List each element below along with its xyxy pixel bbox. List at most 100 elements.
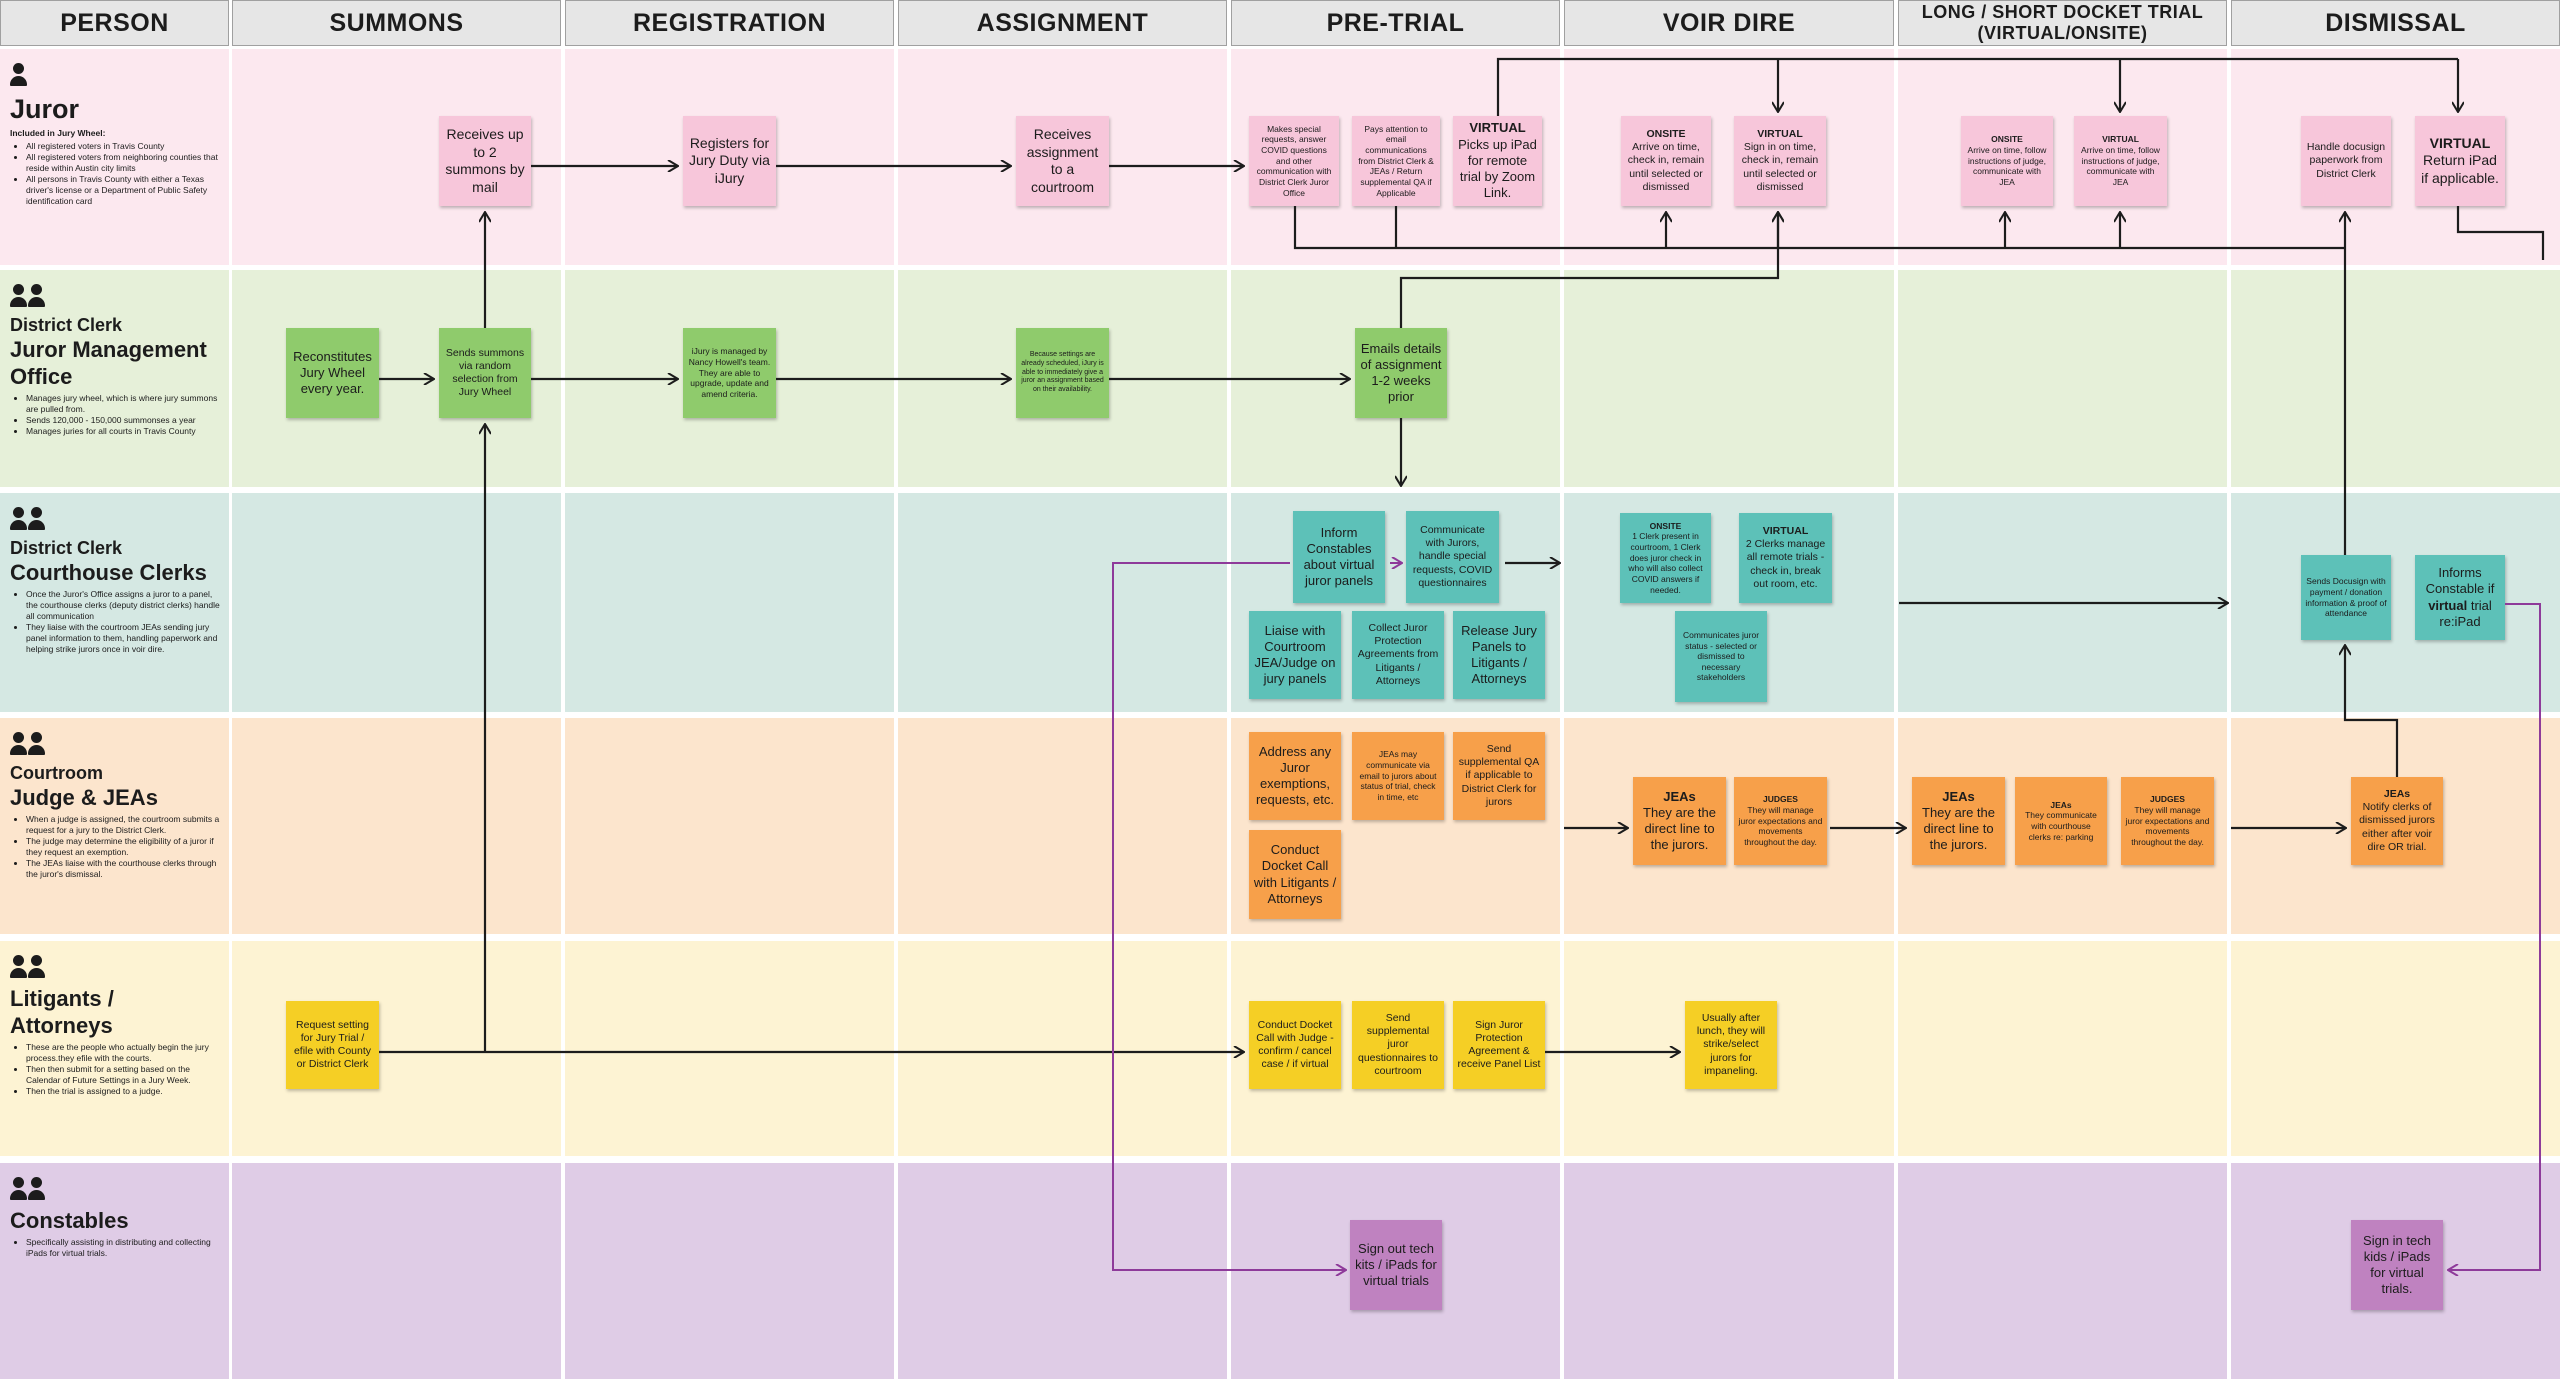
note-text: They will manage juror expectations and … xyxy=(1738,805,1823,847)
lane-cell xyxy=(1564,718,1894,934)
note-tag: JEAs xyxy=(1663,788,1696,804)
note-text: Send supplemental juror questionnaires t… xyxy=(1358,1012,1438,1077)
sticky-note[interactable]: Communicate with Jurors, handle special … xyxy=(1406,511,1499,603)
note-tag: VIRTUAL xyxy=(2429,134,2491,151)
sticky-note[interactable]: Conduct Docket Call with Judge - confirm… xyxy=(1249,1001,1341,1089)
sticky-note[interactable]: Reconstitutes Jury Wheel every year. xyxy=(286,328,379,418)
sticky-note[interactable]: Liaise with Courtroom JEA/Judge on jury … xyxy=(1249,611,1341,699)
note-tag: VIRTUAL xyxy=(2102,134,2139,145)
lane-title: Juror Management Office xyxy=(10,337,207,389)
note-emphasis: virtual xyxy=(2428,597,2468,613)
sticky-note[interactable]: Pays attention to email communications f… xyxy=(1352,116,1440,206)
note-text: Conduct Docket Call with Judge - confirm… xyxy=(1256,1018,1334,1071)
sticky-note[interactable]: Sign Juror Protection Agreement & receiv… xyxy=(1453,1001,1545,1089)
sticky-note[interactable]: Communicates juror status - selected or … xyxy=(1675,611,1767,702)
sticky-note[interactable]: Inform Constables about virtual juror pa… xyxy=(1293,511,1385,603)
sticky-note[interactable]: Request setting for Jury Trial / efile w… xyxy=(286,1001,379,1089)
note-text: Communicate with Jurors, handle special … xyxy=(1412,524,1493,589)
sticky-note[interactable]: Usually after lunch, they will strike/se… xyxy=(1685,1001,1777,1089)
column-header-registration: REGISTRATION xyxy=(565,0,894,46)
note-text: 1 Clerk present in courtroom, 1 Clerk do… xyxy=(1628,531,1703,595)
sticky-note[interactable]: Receives up to 2 summons by mail xyxy=(439,116,531,206)
sticky-note[interactable]: Sign in tech kids / iPads for virtual tr… xyxy=(2351,1220,2443,1310)
sticky-note[interactable]: iJury is managed by Nancy Howell's team.… xyxy=(683,328,776,418)
note-text: iJury is managed by Nancy Howell's team.… xyxy=(688,346,771,399)
lane-subtitle: District Clerk xyxy=(10,538,123,558)
sticky-note[interactable]: Collect Juror Protection Agreements from… xyxy=(1352,611,1444,699)
lane-title: Constables xyxy=(10,1208,129,1233)
note-text: Notify clerks of dismissed jurors either… xyxy=(2359,801,2435,853)
lane-cell xyxy=(1898,493,2227,712)
note-tag: JUDGES xyxy=(1763,794,1798,805)
note-text: Receives up to 2 summons by mail xyxy=(445,126,525,195)
sticky-note[interactable]: Address any Juror exemptions, requests, … xyxy=(1249,732,1341,820)
sticky-note[interactable]: Receives assignment to a courtroom xyxy=(1016,116,1109,206)
lane-bullet: All registered voters from neighboring c… xyxy=(26,152,221,174)
lane-cell xyxy=(1898,270,2227,487)
lane-cell xyxy=(898,941,1227,1156)
note-tag: JUDGES xyxy=(2150,794,2185,805)
note-text: Sign out tech kits / iPads for virtual t… xyxy=(1355,1240,1437,1289)
lane-cell xyxy=(565,493,894,712)
lane-intro: Included in Jury Wheel: xyxy=(10,128,106,138)
column-header-pre-trial: PRE-TRIAL xyxy=(1231,0,1560,46)
people-icon xyxy=(10,1177,221,1205)
people-icon xyxy=(10,732,221,760)
lane-description: Specifically assisting in distributing a… xyxy=(26,1237,221,1259)
lane-cell xyxy=(1564,1163,1894,1379)
column-header-summons: SUMMONS xyxy=(232,0,561,46)
lane-title: Courthouse Clerks xyxy=(10,560,207,585)
sticky-note[interactable]: Send supplemental juror questionnaires t… xyxy=(1352,1001,1444,1089)
sticky-note[interactable]: Sends summons via random selection from … xyxy=(439,328,531,418)
note-text: They communicate with courthouse clerks … xyxy=(2025,810,2097,842)
sticky-note[interactable]: Sends Docusign with payment / donation i… xyxy=(2301,555,2391,640)
person-icon xyxy=(10,63,221,91)
note-tag: VIRTUAL xyxy=(1757,128,1803,141)
lane-cell xyxy=(898,493,1227,712)
sticky-note[interactable]: Because settings are already scheduled, … xyxy=(1016,328,1109,418)
note-tag: JEAs xyxy=(2383,788,2411,801)
lane-cell xyxy=(898,718,1227,934)
sticky-note[interactable]: Registers for Jury Duty via iJury xyxy=(683,116,776,206)
lane-cell xyxy=(565,941,894,1156)
sticky-note[interactable]: Emails details of assignment 1-2 weeks p… xyxy=(1355,328,1447,418)
sticky-note[interactable]: Conduct Docket Call with Litigants / Att… xyxy=(1249,830,1341,919)
lane-cell xyxy=(2231,49,2560,265)
lane-bullet: Manages jury wheel, which is where jury … xyxy=(26,393,221,415)
sticky-note[interactable]: Release Jury Panels to Litigants / Attor… xyxy=(1453,611,1545,699)
note-text: Registers for Jury Duty via iJury xyxy=(689,134,770,186)
note-tag: VIRTUAL xyxy=(1469,120,1526,136)
column-header-person: PERSON xyxy=(0,0,229,46)
note-text: Usually after lunch, they will strike/se… xyxy=(1696,1012,1766,1077)
sticky-note[interactable]: JEAs may communicate via email to jurors… xyxy=(1352,732,1444,820)
sticky-note[interactable]: Makes special requests, answer COVID que… xyxy=(1249,116,1339,206)
lane-description: All registered voters in Travis CountyAl… xyxy=(26,141,221,207)
note-text: Return iPad if applicable. xyxy=(2421,152,2499,186)
lane-bullet: Then the trial is assigned to a judge. xyxy=(26,1086,221,1097)
lane-cell xyxy=(232,941,561,1156)
lane-title: Litigants / Attorneys xyxy=(10,986,114,1038)
sticky-note[interactable]: Sign out tech kits / iPads for virtual t… xyxy=(1350,1220,1442,1310)
note-text: They are the direct line to the jurors. xyxy=(1643,804,1716,853)
sticky-note[interactable]: Handle docusign paperwork from District … xyxy=(2301,116,2391,206)
sticky-note[interactable]: Send supplemental QA if applicable to Di… xyxy=(1453,732,1545,820)
